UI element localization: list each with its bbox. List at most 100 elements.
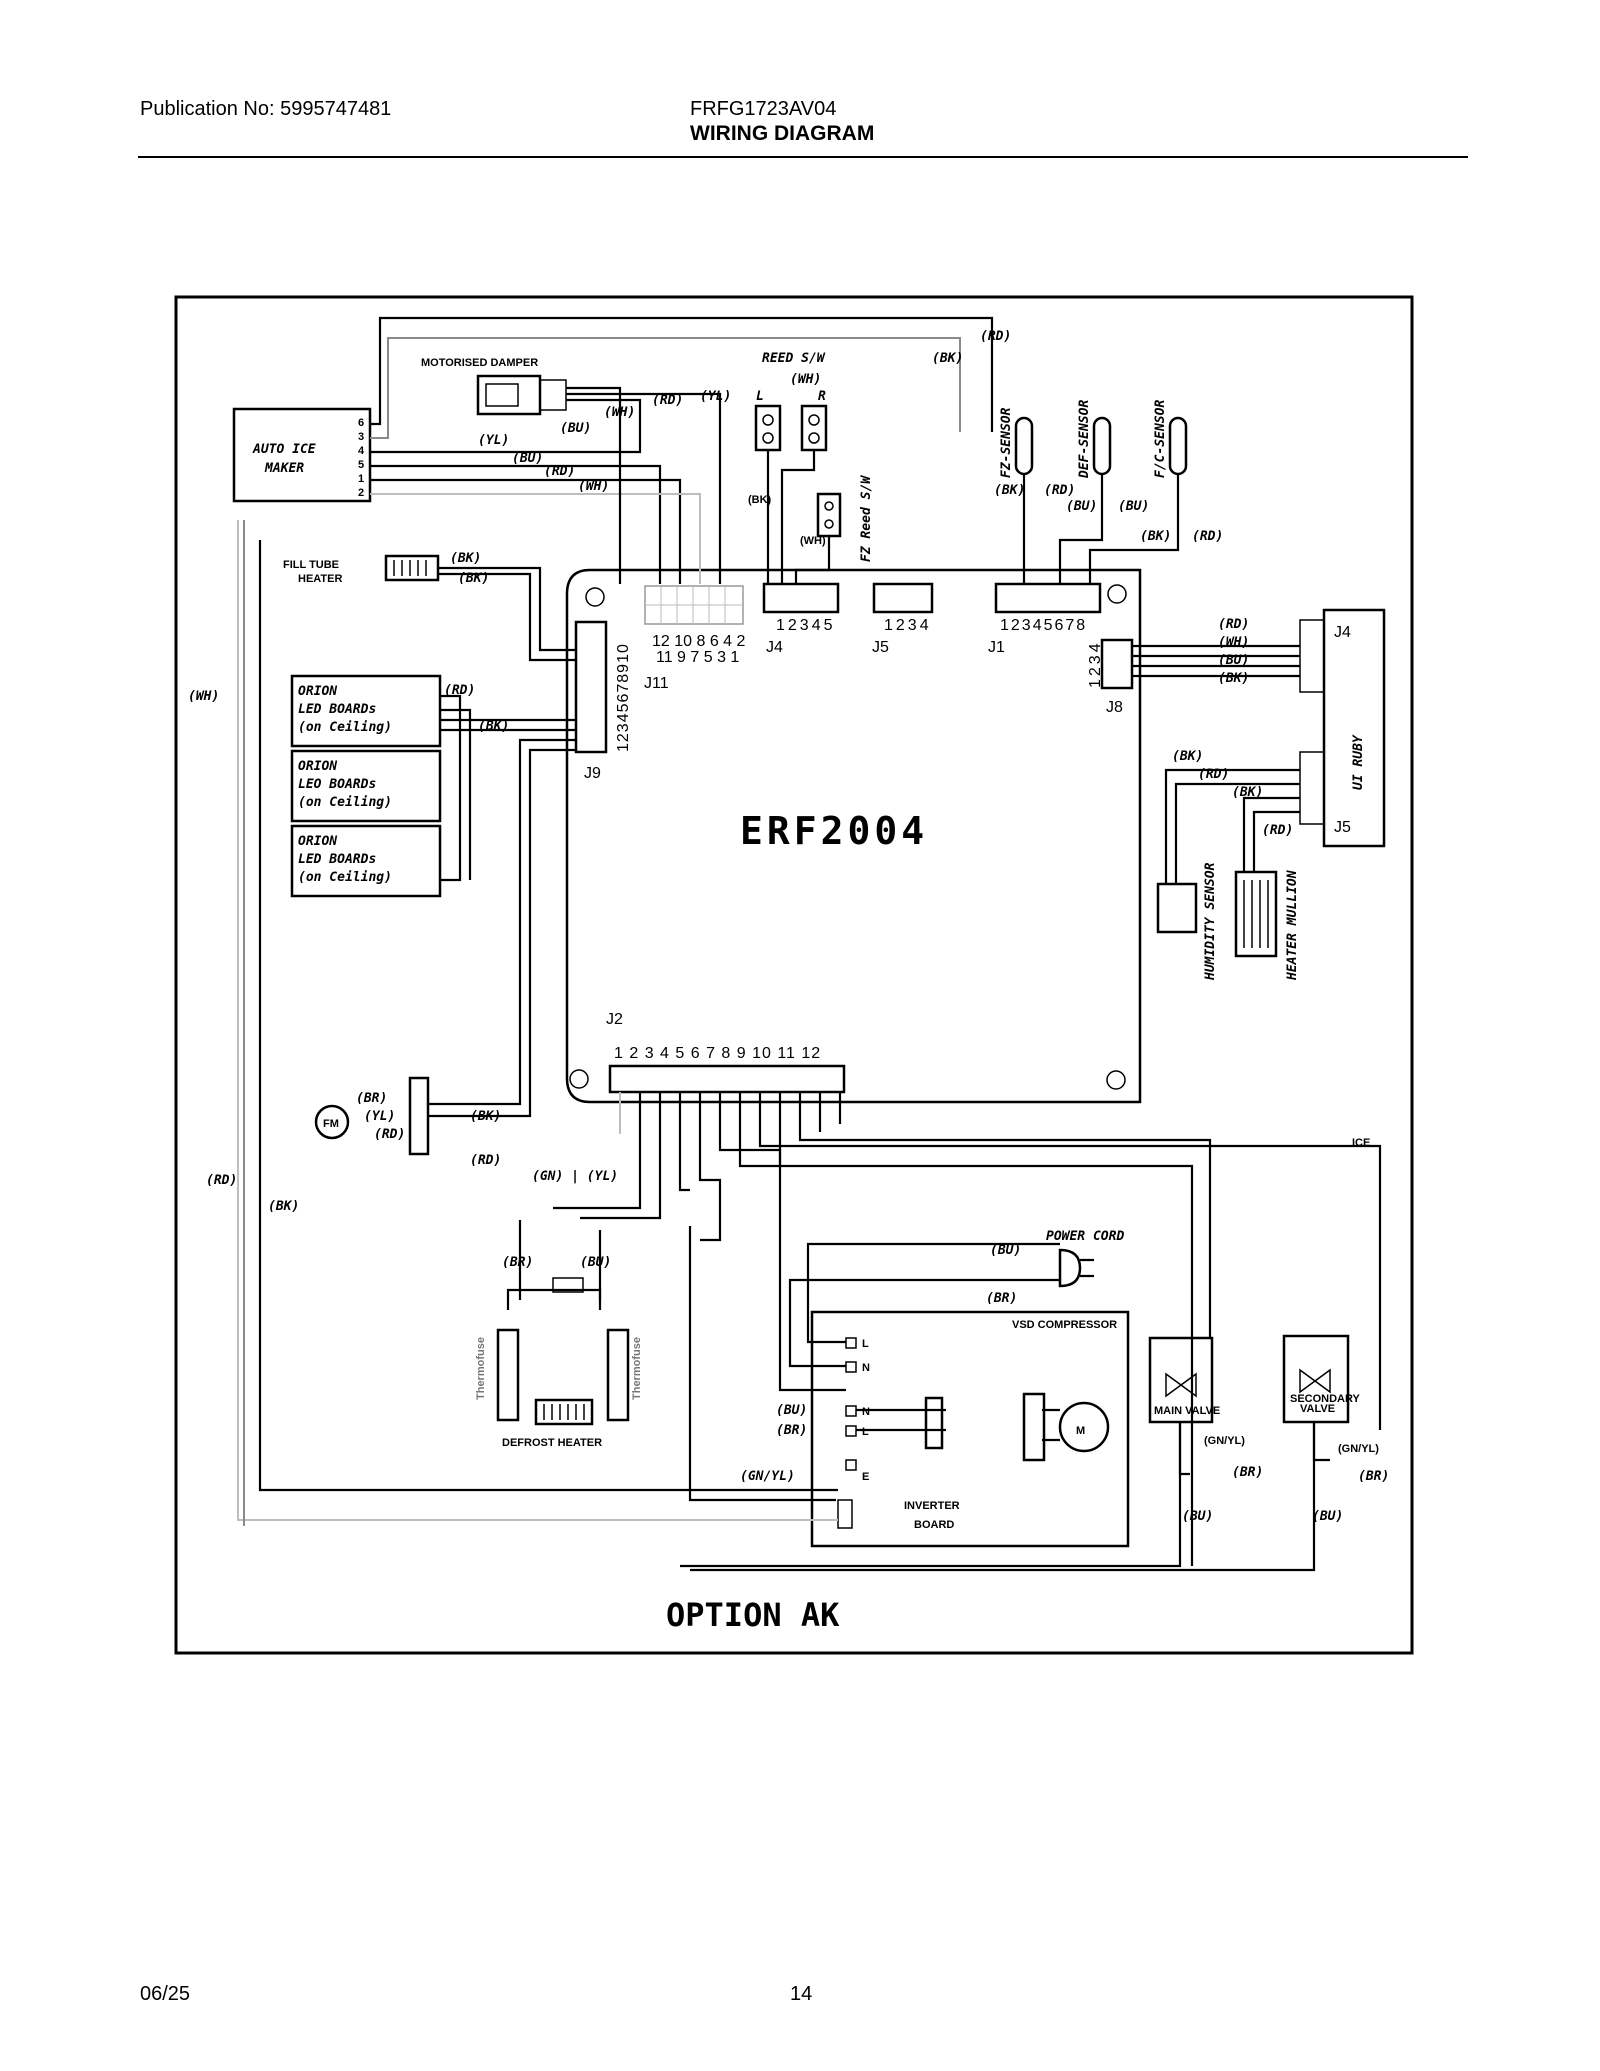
publication-number: Publication No: 5995747481: [140, 98, 392, 120]
svg-text:(GN) | (YL): (GN) | (YL): [532, 1169, 618, 1184]
svg-text:(on Ceiling): (on Ceiling): [298, 720, 392, 735]
orion-led-board-1: ORION LED BOARDs (on Ceiling): [290, 674, 442, 748]
svg-text:AUTO ICE: AUTO ICE: [252, 442, 316, 457]
connector-j2: 1 2 3 4 5 6 7 8 9 10 11 12 J2: [606, 1011, 846, 1094]
connector-j5: 1234 J5: [872, 582, 934, 656]
svg-text:(BK): (BK): [1218, 671, 1249, 686]
svg-text:ORION: ORION: [298, 759, 337, 774]
svg-text:1: 1: [358, 473, 364, 485]
diagram-frame: [174, 295, 1414, 1655]
header-rule: [138, 156, 1468, 158]
ui-ruby-board: UI RUBY J4 J5: [1299, 608, 1386, 848]
svg-text:BOARD: BOARD: [914, 1519, 954, 1531]
svg-text:(BK): (BK): [994, 483, 1025, 498]
svg-text:FZ Reed S/W: FZ Reed S/W: [859, 475, 874, 562]
board-name: ERF2004: [740, 809, 928, 853]
svg-text:(YL): (YL): [700, 389, 731, 404]
svg-text:2: 2: [358, 487, 364, 499]
svg-text:MOTORISED DAMPER: MOTORISED DAMPER: [421, 357, 538, 369]
svg-text:(WH): (WH): [604, 405, 635, 420]
svg-text:LED BOARDs: LED BOARDs: [298, 702, 376, 717]
connector-j4: 12345 J4: [762, 582, 840, 656]
svg-text:(RD): (RD): [470, 1153, 501, 1168]
svg-text:HEATER: HEATER: [298, 573, 342, 585]
svg-text:(BU): (BU): [512, 451, 543, 466]
svg-text:(YL): (YL): [364, 1109, 395, 1124]
svg-text:(BR): (BR): [986, 1291, 1017, 1306]
svg-text:(BU): (BU): [1312, 1509, 1343, 1524]
main-valve: MAIN VALVE: [1148, 1336, 1220, 1424]
svg-text:(RD): (RD): [652, 393, 683, 408]
svg-text:FZ-SENSOR: FZ-SENSOR: [999, 407, 1014, 478]
svg-text:LED BOARDs: LED BOARDs: [298, 852, 376, 867]
svg-text:(BU): (BU): [580, 1255, 611, 1270]
svg-text:(BK): (BK): [450, 551, 481, 566]
svg-text:(BK): (BK): [1232, 785, 1263, 800]
auto-ice-maker: AUTO ICE MAKER 6 3 4 5 1 2: [232, 407, 372, 503]
fan-motor: FM: [314, 1076, 430, 1156]
svg-text:3: 3: [358, 431, 364, 443]
footer-date: 06/25: [140, 1983, 191, 2005]
svg-text:Thermofuse: Thermofuse: [631, 1337, 643, 1400]
svg-text:J4: J4: [766, 639, 783, 656]
svg-text:REED S/W: REED S/W: [762, 351, 826, 366]
heater-mullion: HEATER MULLION: [1234, 870, 1300, 981]
svg-text:(BK): (BK): [1140, 529, 1171, 544]
svg-text:(RD): (RD): [1198, 767, 1229, 782]
svg-text:12345: 12345: [776, 617, 836, 634]
model-number: FRFG1723AV04: [690, 98, 837, 120]
reed-switch: REED S/W (WH) L R: [754, 351, 828, 452]
svg-text:ORION: ORION: [298, 684, 337, 699]
svg-text:(RD): (RD): [544, 464, 575, 479]
motorised-damper: MOTORISED DAMPER: [421, 357, 567, 416]
svg-text:(GN/YL): (GN/YL): [1204, 1435, 1245, 1447]
svg-text:(RD): (RD): [1262, 823, 1293, 838]
svg-text:(WH): (WH): [188, 689, 219, 704]
svg-text:(WH): (WH): [578, 479, 609, 494]
svg-text:(GN/YL): (GN/YL): [1338, 1443, 1379, 1455]
svg-text:(YL): (YL): [478, 433, 509, 448]
svg-text:(RD): (RD): [1044, 483, 1075, 498]
svg-text:J8: J8: [1106, 699, 1123, 716]
svg-text:J5: J5: [1334, 819, 1351, 836]
svg-text:J11: J11: [644, 675, 669, 692]
connector-j8: 1234 J8: [1087, 638, 1134, 716]
svg-text:(BR): (BR): [776, 1423, 807, 1438]
svg-text:5: 5: [358, 459, 364, 471]
orion-led-board-2: ORION LEO BOARDs (on Ceiling): [290, 749, 442, 823]
fill-tube-heater: FILL TUBE HEATER: [283, 554, 440, 585]
svg-text:R: R: [818, 389, 826, 404]
option-label: OPTION AK: [666, 1596, 840, 1634]
svg-text:POWER CORD: POWER CORD: [1046, 1229, 1124, 1244]
svg-text:(BR): (BR): [1358, 1469, 1389, 1484]
main-board: ERF2004: [565, 568, 1142, 1104]
humidity-sensor: HUMIDITY SENSOR: [1156, 862, 1218, 981]
svg-text:MAKER: MAKER: [264, 461, 304, 476]
svg-text:MAIN VALVE: MAIN VALVE: [1154, 1405, 1220, 1417]
svg-text:N: N: [862, 1406, 870, 1418]
diagram-title: WIRING DIAGRAM: [690, 122, 875, 145]
svg-text:(BK): (BK): [470, 1109, 501, 1124]
secondary-valve: SECONDARY VALVE: [1282, 1334, 1361, 1424]
svg-text:6: 6: [358, 417, 364, 429]
svg-text:HEATER MULLION: HEATER MULLION: [1285, 870, 1300, 981]
svg-text:J4: J4: [1334, 624, 1351, 641]
svg-text:1 2 3 4 5 6 7 8 9 10 11 12: 1 2 3 4 5 6 7 8 9 10 11 12: [614, 1045, 821, 1062]
svg-text:FILL TUBE: FILL TUBE: [283, 559, 339, 571]
svg-text:11 9 7 5 3 1: 11 9 7 5 3 1: [656, 649, 739, 666]
svg-text:4: 4: [358, 445, 365, 457]
svg-text:(RD): (RD): [444, 683, 475, 698]
svg-text:(BR): (BR): [502, 1255, 533, 1270]
svg-text:ORION: ORION: [298, 834, 337, 849]
svg-text:(RD): (RD): [1218, 617, 1249, 632]
svg-text:F/C-SENSOR: F/C-SENSOR: [1153, 400, 1168, 478]
svg-text:HUMIDITY SENSOR: HUMIDITY SENSOR: [1203, 862, 1218, 981]
svg-text:LEO BOARDs: LEO BOARDs: [298, 777, 376, 792]
svg-text:J1: J1: [988, 639, 1005, 656]
svg-text:M: M: [1076, 1425, 1085, 1437]
svg-text:J5: J5: [872, 639, 889, 656]
svg-text:ICE: ICE: [1352, 1137, 1370, 1149]
svg-text:UI RUBY: UI RUBY: [1351, 734, 1366, 790]
connector-j9: 12345678910 J9: [574, 620, 632, 782]
svg-text:(BR): (BR): [356, 1091, 387, 1106]
